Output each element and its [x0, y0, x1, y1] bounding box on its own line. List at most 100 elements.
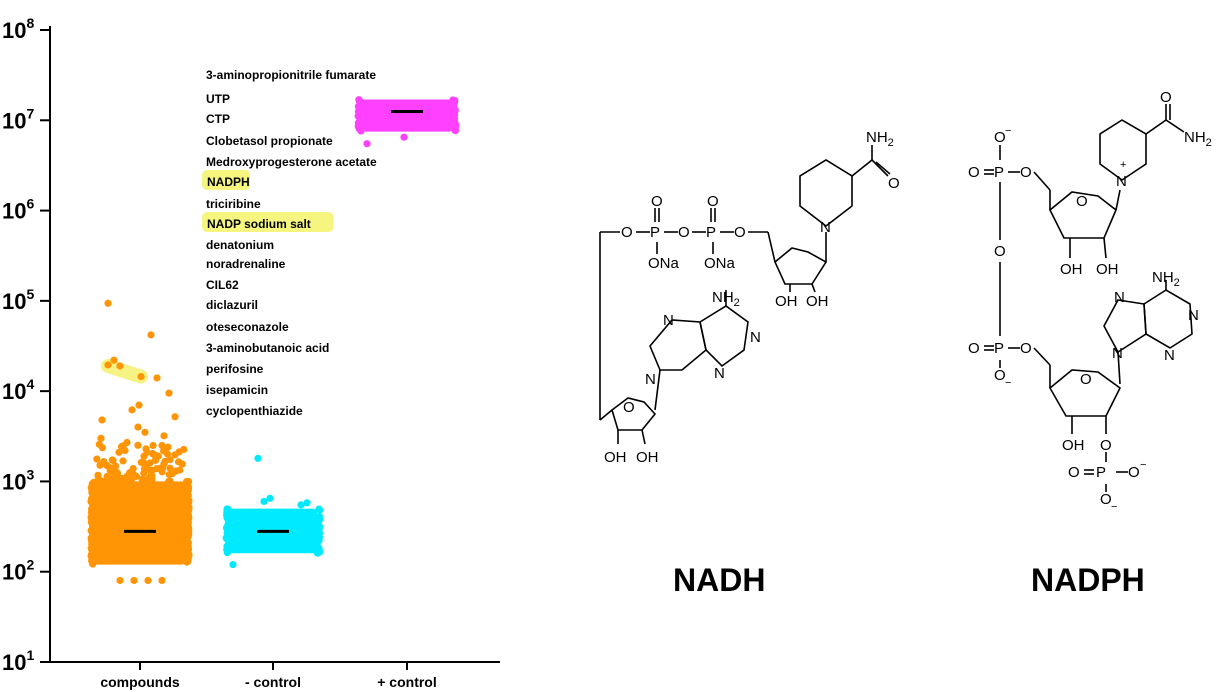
annotation-label: CTP [206, 112, 230, 126]
outlier-point [137, 372, 145, 381]
outlier-point [129, 470, 137, 478]
data-point [184, 528, 192, 537]
data-point [183, 558, 191, 566]
nadh-o-label: O [678, 224, 690, 241]
data-point [315, 505, 323, 513]
annotation-label: oteseconazole [206, 320, 289, 334]
annotation-label: noradrenaline [206, 257, 286, 271]
nadph-o-label: O [1100, 491, 1112, 508]
data-point [183, 538, 191, 546]
annotation-labels: 3-aminopropionitrile fumarateUTPCTPClobe… [202, 68, 377, 418]
outlier-point [116, 576, 124, 585]
data-point [357, 126, 365, 134]
data-point [174, 458, 183, 466]
outlier-point [146, 459, 154, 467]
outlier-point [164, 443, 172, 451]
data-point [149, 441, 157, 450]
data-point [354, 107, 363, 116]
nadh-oh-label: OH [604, 449, 627, 466]
nadh-oh-label: OH [775, 293, 798, 310]
nadh-ona-label: ONa [648, 255, 680, 272]
outlier-point [165, 389, 173, 397]
data-point [138, 475, 146, 483]
data-point [180, 445, 188, 454]
nadh-p-label: P [706, 224, 716, 241]
data-point [146, 477, 154, 485]
nadph-nh2-label: NH2 [1152, 269, 1180, 289]
data-point [316, 513, 324, 521]
data-point [87, 537, 96, 545]
nadph-n-label: N [1114, 289, 1125, 306]
data-point [356, 119, 365, 127]
outlier-point [135, 401, 143, 409]
data-point [88, 494, 96, 502]
outlier-point [98, 416, 106, 424]
y-tick-label: 101 [2, 647, 34, 675]
data-point [88, 523, 97, 531]
data-point [222, 534, 230, 542]
annotation-label: triciribine [206, 197, 261, 211]
nadh-nh2-label: NH2 [712, 289, 740, 309]
outlier-point [160, 432, 168, 440]
outlier-point [266, 494, 274, 502]
data-point [449, 117, 457, 125]
nadh-oh-label: OH [636, 449, 659, 466]
nadph-o-label: O [994, 243, 1006, 260]
y-tick-label: 102 [2, 557, 34, 585]
outlier-point [153, 374, 161, 382]
data-point [355, 113, 363, 121]
nadh-title: NADH [673, 562, 766, 598]
data-point [185, 498, 193, 507]
annotation-highlight [202, 212, 334, 232]
nadph-o-label: O [1020, 164, 1032, 181]
outlier-point [152, 454, 160, 462]
outlier-point [171, 413, 179, 421]
nadph-o-label: O [994, 367, 1006, 384]
outlier-point [144, 576, 152, 585]
nadph-oh-label: OH [1096, 261, 1119, 278]
outlier-point [254, 454, 262, 462]
nadh-o-label: O [623, 399, 635, 416]
y-tick-label: 107 [2, 105, 34, 133]
nadph-minus-label: − [1140, 459, 1146, 471]
nadph-o-label: O [1160, 89, 1172, 106]
y-tick-label: 105 [2, 286, 34, 314]
nadph-plus-label: + [1120, 159, 1126, 171]
nadh-n-label: N [663, 312, 674, 329]
nadph-oh-label: OH [1060, 261, 1083, 278]
outlier-point [110, 356, 118, 364]
nadph-p-label: P [1096, 464, 1106, 481]
nadh-structure [599, 145, 891, 445]
nadh-o-label: O [621, 224, 633, 241]
nadph-structure [984, 104, 1193, 492]
x-tick-label: - control [245, 674, 301, 690]
nadh-n-label: N [645, 371, 656, 388]
data-point [89, 504, 97, 512]
data-point [111, 462, 120, 470]
data-point [93, 455, 101, 463]
nadph-minus-label: − [1005, 125, 1011, 137]
nadph-n-label: N [1116, 173, 1127, 190]
outlier-point [172, 467, 180, 475]
nadh-o-label: O [707, 193, 719, 210]
outlier-point [104, 299, 112, 307]
annotation-label: Clobetasol propionate [206, 134, 333, 148]
nadph-minus-label: − [1005, 377, 1011, 389]
outlier-point [128, 406, 136, 414]
annotation-label: 3-aminobutanoic acid [206, 341, 329, 355]
data-point [313, 528, 321, 536]
outlier-point [115, 448, 123, 456]
nadph-labels: O − O P O O O P O O − O OH OH N + O NH2 … [968, 89, 1212, 513]
nadph-n-label: N [1112, 345, 1123, 362]
outlier-point [103, 461, 111, 470]
data-point [184, 511, 192, 519]
nadh-o-label: O [734, 224, 746, 241]
point-cluster [361, 99, 453, 132]
data-point [119, 457, 127, 465]
data-point [354, 102, 362, 111]
outlier-point [166, 464, 174, 472]
data-point [137, 458, 145, 467]
outlier-point [140, 452, 148, 460]
